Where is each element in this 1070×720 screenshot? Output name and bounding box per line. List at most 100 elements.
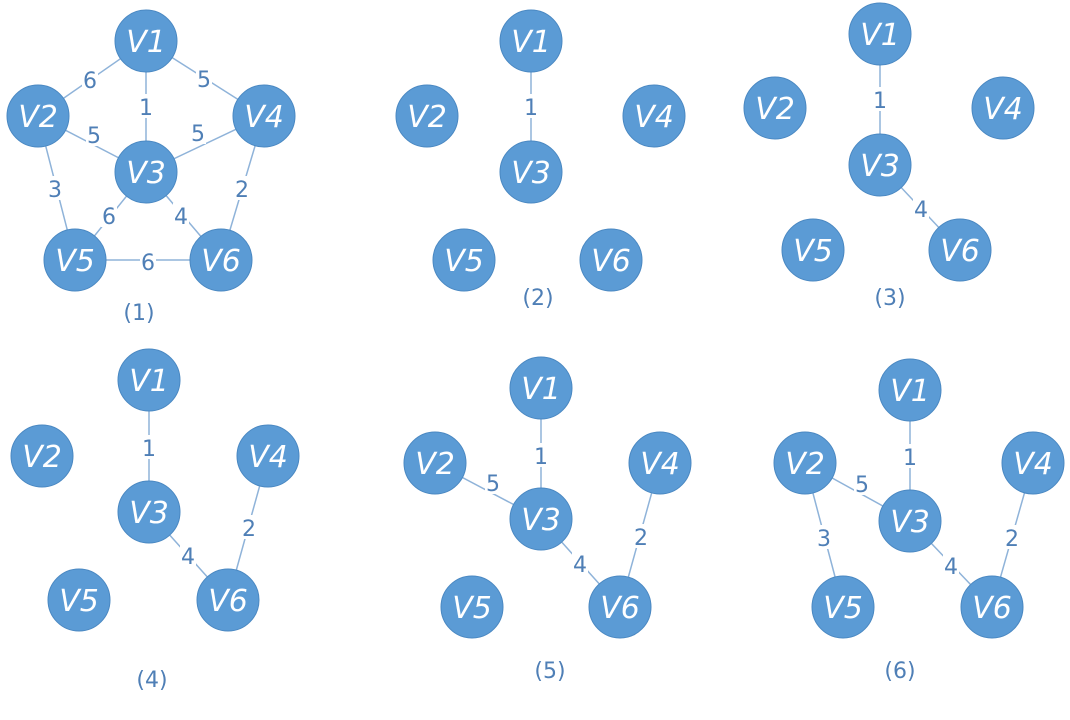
node-label: V1 [511, 25, 551, 60]
panel-caption: (3) [874, 286, 905, 311]
node-circle [10, 424, 74, 488]
panel-caption: (6) [884, 659, 915, 684]
node-v5: V5 [43, 228, 107, 292]
weight-label-background [180, 543, 196, 567]
node-circle [196, 568, 260, 632]
node-circle [114, 140, 178, 204]
node-v2: V2 [743, 76, 807, 140]
node-label: V6 [208, 584, 248, 619]
node-circle [588, 575, 652, 639]
node-circle [499, 140, 563, 204]
node-v1: V1 [878, 358, 942, 422]
node-label: V3 [521, 503, 561, 538]
node-label: V1 [129, 364, 169, 399]
weight-label-background [82, 67, 98, 91]
node-v3: V3 [499, 140, 563, 204]
edge-weight-label: 6 [102, 205, 116, 230]
node-label: V3 [860, 149, 900, 184]
weight-label-background [523, 94, 539, 118]
panel-caption: (2) [522, 286, 553, 311]
edge-weight-label: 5 [197, 68, 211, 93]
node-v6: V6 [579, 228, 643, 292]
edge-weight-label: 1 [524, 96, 538, 121]
weight-label-background [1004, 525, 1020, 549]
edge-weight-label: 4 [174, 205, 188, 230]
weight-label-background [47, 176, 63, 200]
node-circle [1001, 431, 1065, 495]
edge-weight-label: 4 [181, 545, 195, 570]
node-v4: V4 [622, 84, 686, 148]
node-circle [509, 487, 573, 551]
node-label: V4 [1013, 447, 1053, 482]
panel-caption: (1) [123, 301, 154, 326]
node-label: V4 [640, 447, 680, 482]
node-circle [781, 218, 845, 282]
node-circle [432, 228, 496, 292]
edge-weight-label: 3 [48, 178, 62, 203]
edge-weight-label: 4 [944, 555, 958, 580]
edge-weight-label: 1 [142, 437, 156, 462]
node-v1: V1 [499, 9, 563, 73]
edge-weight-label: 2 [634, 526, 648, 551]
weight-label-background [173, 203, 189, 227]
node-v5: V5 [811, 575, 875, 639]
weight-label-background [533, 443, 549, 467]
node-circle [395, 84, 459, 148]
edge-weight-label: 6 [141, 251, 155, 276]
node-v6: V6 [588, 575, 652, 639]
node-circle [628, 431, 692, 495]
node-v6: V6 [189, 228, 253, 292]
node-label: V2 [22, 440, 62, 475]
node-label: V6 [591, 244, 631, 279]
node-label: V6 [201, 244, 241, 279]
node-label: V5 [55, 244, 95, 279]
node-label: V5 [793, 234, 833, 269]
node-v5: V5 [47, 568, 111, 632]
weight-label-background [913, 196, 929, 220]
node-v4: V4 [971, 76, 1035, 140]
edge-weight-label: 1 [139, 96, 153, 121]
node-label: V2 [18, 100, 58, 135]
node-label: V5 [452, 591, 492, 626]
node-circle [440, 575, 504, 639]
node-v5: V5 [440, 575, 504, 639]
node-v5: V5 [781, 218, 845, 282]
node-v6: V6 [960, 575, 1024, 639]
node-circle [232, 84, 296, 148]
node-circle [928, 218, 992, 282]
node-label: V6 [940, 234, 980, 269]
weight-label-background [943, 553, 959, 577]
weight-label-background [485, 470, 501, 494]
edge-weight-label: 5 [855, 473, 869, 498]
node-v3: V3 [848, 133, 912, 197]
edge-weight-label: 2 [235, 178, 249, 203]
node-circle [43, 228, 107, 292]
node-circle [960, 575, 1024, 639]
node-label: V1 [126, 25, 166, 60]
weight-label-background [190, 120, 206, 144]
panel-caption: (5) [534, 659, 565, 684]
node-circle [773, 431, 837, 495]
node-v3: V3 [114, 140, 178, 204]
node-v2: V2 [10, 424, 74, 488]
node-circle [848, 2, 912, 66]
node-label: V1 [521, 372, 561, 407]
node-label: V4 [634, 100, 674, 135]
edge-weight-label: 1 [534, 445, 548, 470]
node-label: V3 [890, 505, 930, 540]
weight-label-background [196, 66, 212, 90]
weight-label-background [572, 551, 588, 575]
node-circle [878, 489, 942, 553]
edge-weight-label: 6 [83, 69, 97, 94]
node-v4: V4 [236, 424, 300, 488]
node-circle [499, 9, 563, 73]
weight-label-background [816, 525, 832, 549]
node-v1: V1 [117, 348, 181, 412]
node-label: V1 [860, 18, 900, 53]
node-label: V6 [600, 591, 640, 626]
node-circle [403, 431, 467, 495]
edge-weight-label: 5 [486, 472, 500, 497]
